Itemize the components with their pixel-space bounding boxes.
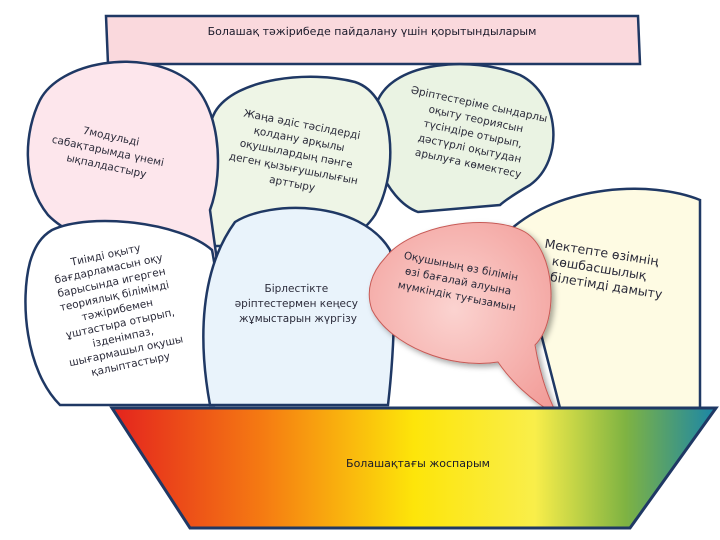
bubble-self-assessment: Оқушының өз білімін өзі бағалай алуына м… xyxy=(368,222,560,418)
bubble-association-text: Бірлестікте әріптестермен кеңесу жұмыста… xyxy=(235,283,362,325)
bubble-effective-program: Тиімді оқыту бағдарламасын оқу барысында… xyxy=(24,219,220,407)
bubble-seven-modules: 7модульді сабақтарымда үнемі ықпалдастыр… xyxy=(26,60,220,270)
bubble-leadership: Мектепте өзімнің көшбасшылық қабілетімді… xyxy=(491,187,702,410)
plan-base-label: Болашақтағы жоспарым xyxy=(346,457,490,470)
plan-base: Болашақтағы жоспарым xyxy=(109,406,719,530)
bubble-association: Бірлестікте әріптестермен кеңесу жұмыста… xyxy=(202,206,396,407)
header-title: Болашақ тәжірибеде пайдалану үшін қорыты… xyxy=(208,25,537,38)
bubble-colleagues-theory: Әріптестеріме сындарлы оқыту теориясын т… xyxy=(370,62,555,214)
header-banner: Болашақ тәжірибеде пайдалану үшін қорыты… xyxy=(104,14,642,66)
